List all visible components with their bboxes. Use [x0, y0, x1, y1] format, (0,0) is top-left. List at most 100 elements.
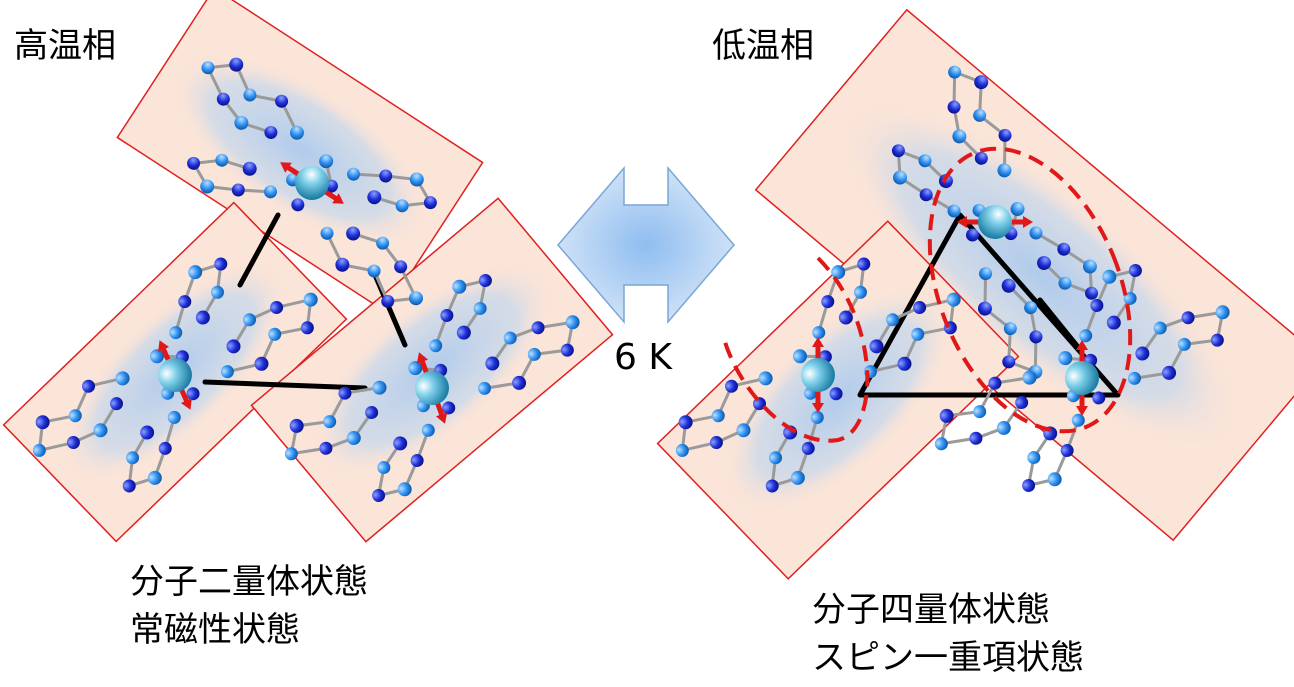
- ligand-atom: [1058, 276, 1072, 290]
- metal-center: [801, 358, 835, 392]
- ligand-atom: [377, 461, 391, 475]
- transition-double-arrow: [557, 165, 735, 325]
- ligand-atom: [965, 228, 979, 242]
- ligand-atom: [195, 310, 210, 325]
- ligand-atom: [372, 380, 387, 395]
- ligand-atom: [1092, 391, 1106, 405]
- ligand-atom: [1162, 365, 1177, 380]
- ligand-atom: [1102, 269, 1117, 284]
- ligand-atom: [1029, 330, 1043, 344]
- left-state-line2: 常磁性状態: [130, 610, 300, 650]
- metal-center: [978, 205, 1012, 239]
- ligand-atom: [891, 144, 905, 158]
- ligand-atom: [1128, 264, 1142, 278]
- right-phase-title: 低温相: [712, 26, 814, 66]
- molecule-right-right: [934, 264, 1230, 492]
- ligand-atom: [1024, 301, 1038, 315]
- ligand-atom: [147, 470, 162, 485]
- ligand-atom: [319, 154, 334, 169]
- ligand-atom: [973, 405, 987, 419]
- ligand-atom: [122, 479, 136, 493]
- transition-temperature: 6 K: [614, 337, 672, 378]
- ligand-atom: [792, 349, 807, 364]
- ligand-atom: [946, 292, 961, 307]
- ligand-atom: [527, 347, 541, 361]
- ligand-atom: [939, 408, 954, 423]
- ligand-atom: [1002, 355, 1016, 369]
- ligand-atom: [831, 265, 846, 280]
- ligand-atom: [893, 170, 908, 185]
- ligand-atom: [381, 294, 395, 308]
- ligand-atom: [395, 199, 409, 213]
- molecule-left-right: [284, 274, 580, 502]
- ligand-atom: [216, 92, 230, 106]
- ligand-atom: [886, 313, 900, 327]
- ligand-atom: [346, 167, 360, 181]
- ligand-atom: [934, 437, 948, 451]
- ligand-atom: [409, 172, 424, 187]
- ligand-atom: [264, 125, 278, 139]
- ligand-atom: [200, 179, 215, 194]
- ligand-atom: [243, 88, 257, 102]
- ligand-atom: [758, 371, 773, 386]
- ligand-atom: [1058, 351, 1073, 366]
- ligand-atom: [186, 387, 200, 401]
- ligand-atom: [1022, 478, 1036, 492]
- metal-center: [415, 371, 449, 405]
- ligand-atom: [300, 321, 314, 335]
- ligand-atom: [503, 331, 517, 345]
- ligand-atom: [158, 441, 172, 455]
- ligand-atom: [367, 264, 381, 278]
- ligand-atom: [973, 108, 987, 122]
- ligand-atom: [1015, 396, 1029, 410]
- ligand-atom: [372, 488, 386, 502]
- ligand-atom: [303, 292, 318, 307]
- ligand-atom: [82, 379, 96, 393]
- ligand-atom: [952, 129, 967, 144]
- ligand-atom: [126, 451, 140, 465]
- ligand-atom: [977, 301, 992, 316]
- molecule-left-top: [187, 57, 437, 308]
- ligand-atom: [857, 257, 871, 271]
- ligand-atom: [167, 410, 181, 424]
- ligand-atom: [140, 425, 155, 440]
- singlet-pair-partial-ellipse: [723, 256, 870, 443]
- ligand-atom: [1123, 291, 1137, 305]
- ligand-atom: [1060, 444, 1074, 458]
- ligand-atom: [1022, 370, 1037, 385]
- ligand-atom: [948, 65, 962, 79]
- ligand-atom: [188, 265, 203, 280]
- ligand-atom: [790, 470, 805, 485]
- ligand-atom: [998, 128, 1012, 142]
- ligand-atom: [736, 423, 751, 438]
- ligand-atom: [409, 291, 424, 306]
- ligand-atom: [1215, 305, 1230, 320]
- ligand-atom: [346, 430, 361, 445]
- ligand-atom: [408, 361, 423, 376]
- ligand-atom: [1071, 413, 1085, 427]
- interaction-line: [202, 379, 368, 391]
- ligand-atom: [947, 100, 961, 114]
- ligand-atom: [365, 406, 379, 420]
- ligand-atom: [918, 154, 932, 168]
- ligand-atom: [869, 339, 884, 354]
- ligand-atom: [201, 61, 215, 75]
- ligand-atom: [187, 156, 201, 170]
- ligand-atom: [1135, 346, 1150, 361]
- ligand-atom: [178, 295, 192, 309]
- ligand-atom: [1001, 278, 1016, 293]
- metal-center: [158, 358, 192, 392]
- left-state-line1: 分子二量体状態: [130, 562, 368, 602]
- ligand-atom: [1057, 242, 1071, 256]
- ligand-atom: [289, 418, 304, 433]
- ligand-atom: [110, 397, 124, 411]
- ligand-atom: [969, 431, 983, 445]
- ligand-atom: [709, 436, 723, 450]
- ligand-atom: [410, 454, 424, 468]
- molecule-right-top: [891, 65, 1099, 379]
- molecule-left-bottom: [32, 257, 318, 493]
- ligand-atom: [1010, 202, 1025, 216]
- ligand-atom: [397, 482, 412, 497]
- ligand-atom: [429, 339, 443, 353]
- molecule-boxes: [2, 0, 1294, 580]
